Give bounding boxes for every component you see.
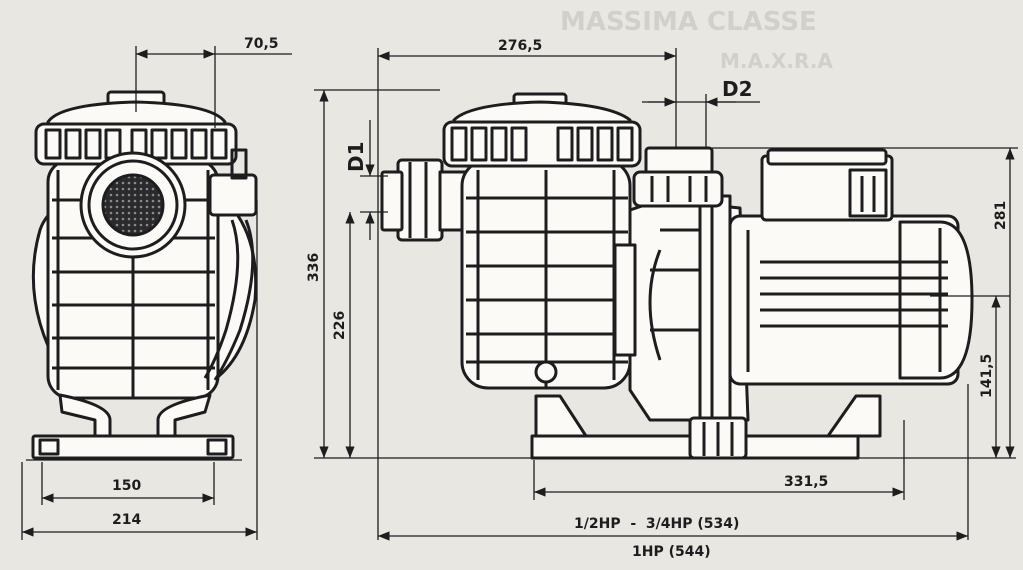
front-inlet-port (79, 151, 187, 259)
front-base (31, 434, 235, 460)
side-base (530, 394, 882, 460)
svg-text:MASSIMA CLASSE: MASSIMA CLASSE (560, 7, 817, 37)
dim-length-half-hp: 1/2HP - 3/4HP (534) (574, 516, 739, 532)
side-motor (728, 214, 974, 386)
pump-side-view (314, 92, 1016, 460)
dim-motor-axis-height: 141,5 (979, 354, 995, 398)
front-side-union (208, 173, 258, 217)
side-basket-ribs (466, 170, 628, 388)
side-pump-housing (613, 194, 750, 426)
side-drain-plug (534, 360, 558, 384)
front-stand (58, 393, 212, 440)
dim-front-offset: 70,5 (244, 36, 279, 52)
dim-inlet-height: 226 (332, 311, 348, 340)
dim-outlet-height: 281 (993, 201, 1009, 230)
svg-text:M.A.X.R.A: M.A.X.R.A (720, 49, 833, 73)
side-outlet-union (632, 146, 724, 208)
label-outlet-d2: D2 (722, 77, 753, 101)
side-view-dimensions: 276,5 D2 D1 336 226 331,5 1/2HP - 3/4HP … (306, 38, 1018, 560)
label-inlet-d1: D1 (344, 141, 368, 172)
background-print-through: MASSIMA CLASSE M.A.X.R.A (560, 7, 833, 73)
dim-front-base-inner: 150 (112, 478, 141, 494)
dim-length-one-hp: 1HP (544) (632, 544, 711, 560)
front-view-dimensions: 70,5 150 214 (21, 36, 292, 540)
side-terminal-box (760, 148, 894, 222)
pump-front-view (26, 90, 258, 461)
dim-total-height: 336 (306, 253, 322, 282)
front-ribs (52, 170, 215, 398)
dim-motor-length: 331,5 (784, 474, 828, 490)
dim-port-spacing: 276,5 (498, 38, 542, 54)
side-lid (442, 92, 642, 168)
side-inlet-union (380, 158, 468, 242)
dim-front-base-outer: 214 (112, 512, 141, 528)
front-lid (34, 90, 238, 166)
